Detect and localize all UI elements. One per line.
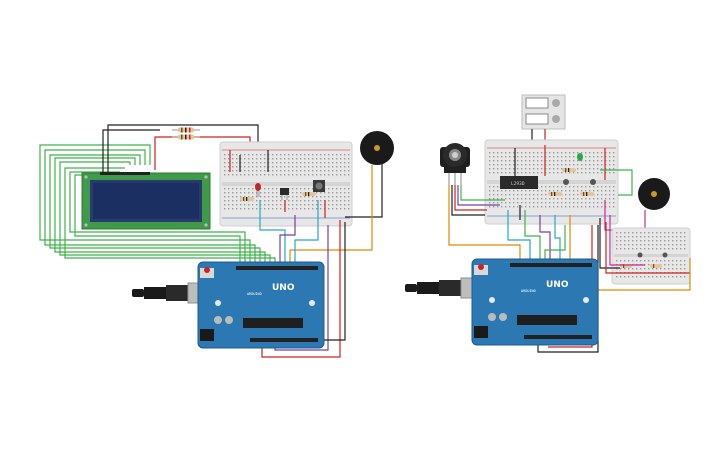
capacitor: [214, 316, 222, 324]
reset-button: [478, 264, 484, 270]
transistor: [280, 188, 289, 200]
wire-green: [544, 225, 566, 262]
usb-plug-icon: [405, 277, 480, 299]
power-jack: [200, 329, 214, 341]
wire-red: [605, 222, 690, 274]
analog-header: [524, 335, 592, 339]
wire-black: [102, 129, 160, 175]
resistor: [172, 134, 200, 140]
wire-cyan: [294, 200, 319, 262]
motor-driver-chip: L293D: [500, 176, 538, 189]
wire-black: [599, 218, 620, 269]
power-jack: [474, 326, 488, 338]
wire-cyan: [507, 210, 531, 262]
breadboard-small: [611, 227, 691, 285]
power-supply-icon: [521, 94, 566, 130]
board-brand-label: ARDUINO: [247, 292, 262, 296]
arduino-uno-left: UNO ARDUINO: [197, 261, 325, 349]
resistor: [562, 168, 576, 172]
wire-red: [454, 185, 487, 211]
resistor: [240, 197, 254, 201]
lcd-wire-bundle: [39, 144, 276, 262]
lcd-header-pins: [100, 172, 150, 175]
wire-green: [524, 210, 541, 262]
usb-plug-icon: [132, 282, 207, 304]
breadboard-holes: [489, 152, 615, 208]
resistor: [548, 192, 562, 196]
capacitor: [225, 316, 233, 324]
wire-red: [261, 220, 341, 358]
wire-green: [460, 185, 505, 201]
pushbutton: [662, 252, 668, 258]
chip-label: L293D: [511, 181, 525, 187]
piezo-buzzer-icon: [360, 131, 394, 165]
microcontroller-chip: [517, 315, 577, 325]
wire-black: [107, 124, 259, 175]
breadboard-holes: [616, 232, 686, 278]
wire-purple: [539, 215, 551, 262]
left-circuit: UNO ARDUINO: [39, 124, 394, 358]
board-model-label: UNO: [546, 280, 569, 290]
resistor: [172, 127, 200, 133]
right-circuit: L293D: [405, 94, 691, 353]
wire-green: [600, 169, 633, 196]
wire-black: [451, 185, 485, 216]
wire-black: [345, 162, 383, 218]
rotary-knob-icon: [440, 143, 470, 185]
wire-orange: [289, 165, 373, 262]
analog-header: [250, 338, 318, 342]
pushbutton: [313, 180, 325, 192]
resistor: [580, 192, 594, 196]
resistor: [650, 264, 662, 268]
wire-orange: [448, 185, 521, 262]
wire-purple: [279, 215, 296, 262]
led-red: [255, 183, 261, 197]
breadboard-right: [484, 139, 619, 225]
wire-cyan: [259, 200, 286, 262]
arduino-uno-right: UNO ARDUINO: [471, 258, 599, 346]
led-green: [577, 153, 583, 161]
digital-header: [236, 266, 318, 270]
lcd-display-16x2: [81, 172, 211, 230]
reset-button: [204, 267, 210, 273]
breadboard-left: [219, 141, 353, 227]
resistor: [302, 192, 316, 196]
microcontroller-chip: [243, 318, 303, 328]
board-model-label: UNO: [272, 283, 295, 293]
wire-magenta: [609, 215, 645, 266]
board-brand-label: ARDUINO: [521, 289, 536, 293]
pushbutton: [563, 179, 596, 185]
pushbutton: [637, 252, 643, 258]
piezo-buzzer-icon: [638, 178, 670, 210]
wire-orange: [598, 258, 691, 291]
capacitor: [488, 313, 496, 321]
digital-header: [510, 263, 592, 267]
capacitor: [499, 313, 507, 321]
wire-purple: [457, 185, 500, 206]
